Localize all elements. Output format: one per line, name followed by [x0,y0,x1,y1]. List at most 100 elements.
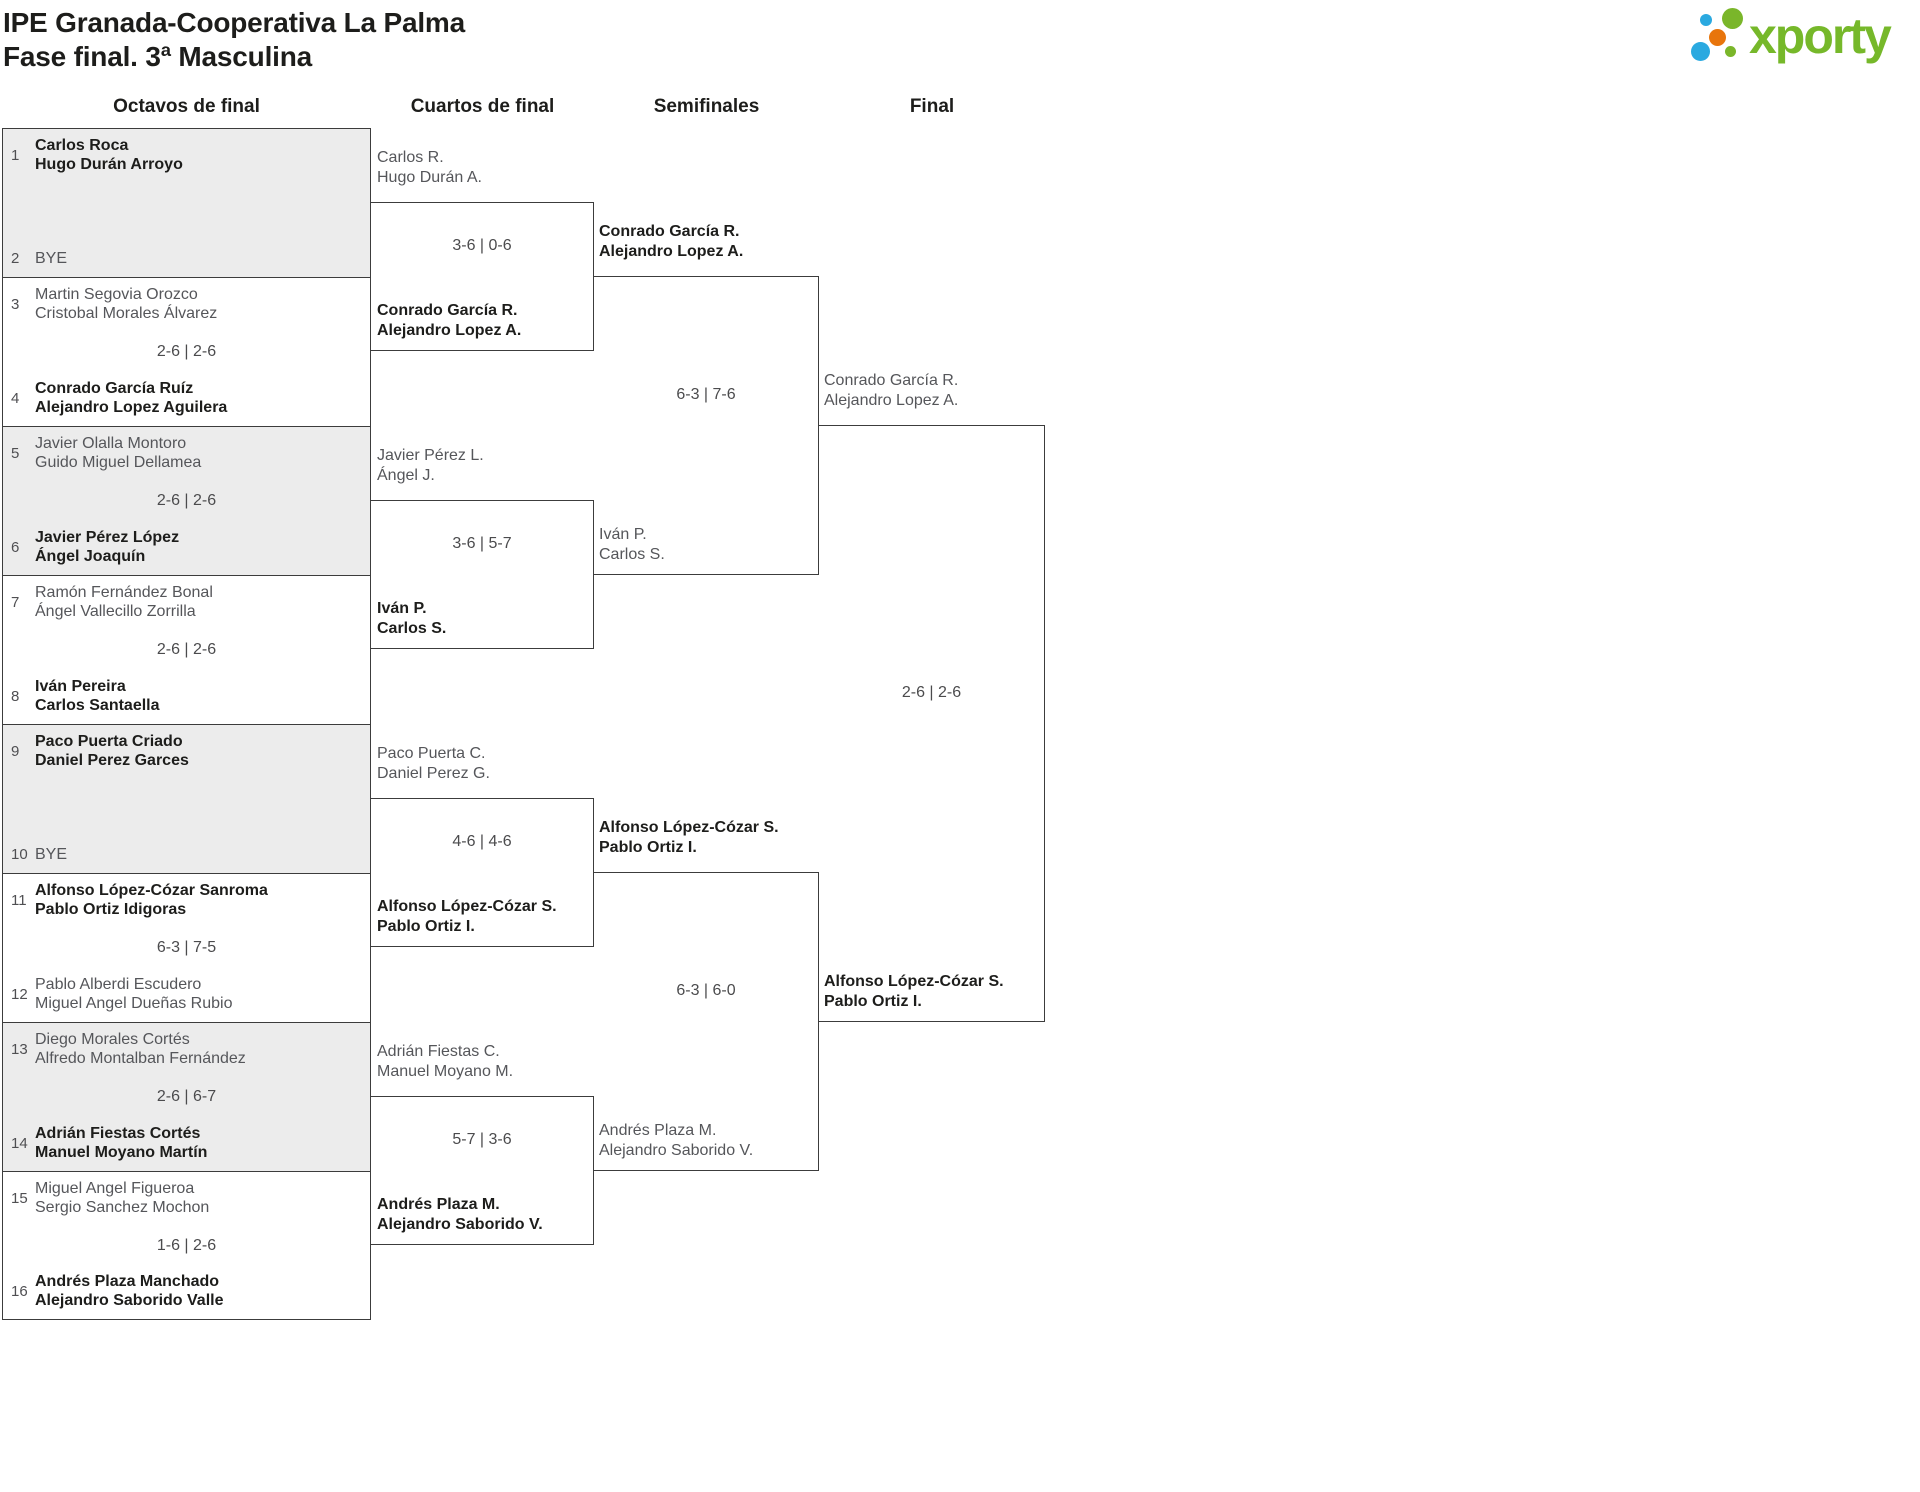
logo-dot-orange-icon [1709,29,1726,46]
logo-dot-blue-small-icon [1700,14,1712,26]
seed-number: 3 [11,295,20,313]
match-score: 4-6 | 4-6 [452,833,512,850]
sf-match-1: 6-3 | 7-6 [594,276,819,575]
qf4-top-team: Adrián Fiestas C.Manuel Moyano M. [377,1043,514,1080]
match-score: 5-7 | 3-6 [452,1131,512,1148]
qf2-bottom-team: Iván P.Carlos S. [377,600,447,637]
team-row: 10 BYE [11,845,362,864]
qf-match-1: 3-6 | 0-6 [371,202,594,351]
seed-number: 6 [11,538,20,556]
phase-category: Fase final. 3ª Masculina [3,41,313,72]
round-header-octavos: Octavos de final [113,96,260,117]
seed-number: 2 [11,250,20,267]
logo-dot-green-large-icon [1722,8,1743,29]
qf-match-2: 3-6 | 5-7 [371,500,594,649]
qf4-bottom-team: Andrés Plaza M.Alejandro Saborido V. [377,1196,543,1233]
final-bottom-team: Alfonso López-Cózar S.Pablo Ortiz I. [824,973,1004,1010]
team-name: BYE [35,846,68,863]
final-match: 2-6 | 2-6 [819,425,1045,1022]
tournament-name: IPE Granada-Cooperativa La Palma [3,7,465,38]
match-score: 2-6 | 2-6 [901,684,962,701]
qf2-top-team: Javier Pérez L.Ángel J. [377,447,484,484]
sf1-bottom-team: Iván P.Carlos S. [599,526,665,563]
seed-number: 11 [11,891,27,909]
match-score: 6-3 | 6-0 [676,982,736,999]
logo-dot-green-small-icon [1725,46,1736,57]
seed-number: 4 [11,389,20,407]
seed-number: 1 [11,146,20,164]
final-top-team: Conrado García R.Alejandro Lopez A. [824,372,959,409]
round-header-semifinales: Semifinales [653,96,760,117]
sf1-top-team: Conrado García R.Alejandro Lopez A. [599,223,744,260]
match-score: 6-3 | 7-5 [156,939,217,956]
sf-match-2: 6-3 | 6-0 [594,872,819,1171]
sf2-bottom-team: Andrés Plaza M.Alejandro Saborido V. [599,1122,754,1159]
match-score: 2-6 | 2-6 [156,343,217,360]
page-title: IPE Granada-Cooperativa La Palma Fase fi… [3,6,465,74]
team-row: 2 BYE [11,249,362,268]
seed-number: 12 [11,985,28,1003]
seed-number: 16 [11,1282,28,1300]
match-score: 3-6 | 5-7 [452,535,512,552]
match-score: 6-3 | 7-6 [676,386,736,403]
round-header-cuartos: Cuartos de final [410,96,555,117]
match-score: 1-6 | 2-6 [156,1236,217,1254]
match-score: 2-6 | 6-7 [156,1088,217,1105]
round-header-final: Final [909,96,955,117]
seed-number: 7 [11,593,20,611]
seed-number: 14 [11,1134,28,1152]
qf-match-3: 4-6 | 4-6 [371,798,594,947]
seed-number: 8 [11,687,20,705]
match-score: 3-6 | 0-6 [452,237,512,254]
seed-number: 5 [11,444,20,462]
qf1-bottom-team: Conrado García R.Alejandro Lopez A. [377,302,522,339]
seed-number: 9 [11,742,20,760]
logo-wordmark: xporty [1749,8,1892,64]
seed-number: 13 [11,1040,28,1058]
seed-number: 10 [11,846,28,863]
sf2-top-team: Alfonso López-Cózar S.Pablo Ortiz I. [599,819,779,856]
qf3-bottom-team: Alfonso López-Cózar S.Pablo Ortiz I. [377,898,557,935]
match-score: 2-6 | 2-6 [156,641,217,658]
qf3-top-team: Paco Puerta C.Daniel Perez G. [377,745,490,782]
logo-dot-blue-large-icon [1691,42,1710,61]
qf-match-4: 5-7 | 3-6 [371,1096,594,1245]
seed-number: 15 [11,1189,28,1207]
